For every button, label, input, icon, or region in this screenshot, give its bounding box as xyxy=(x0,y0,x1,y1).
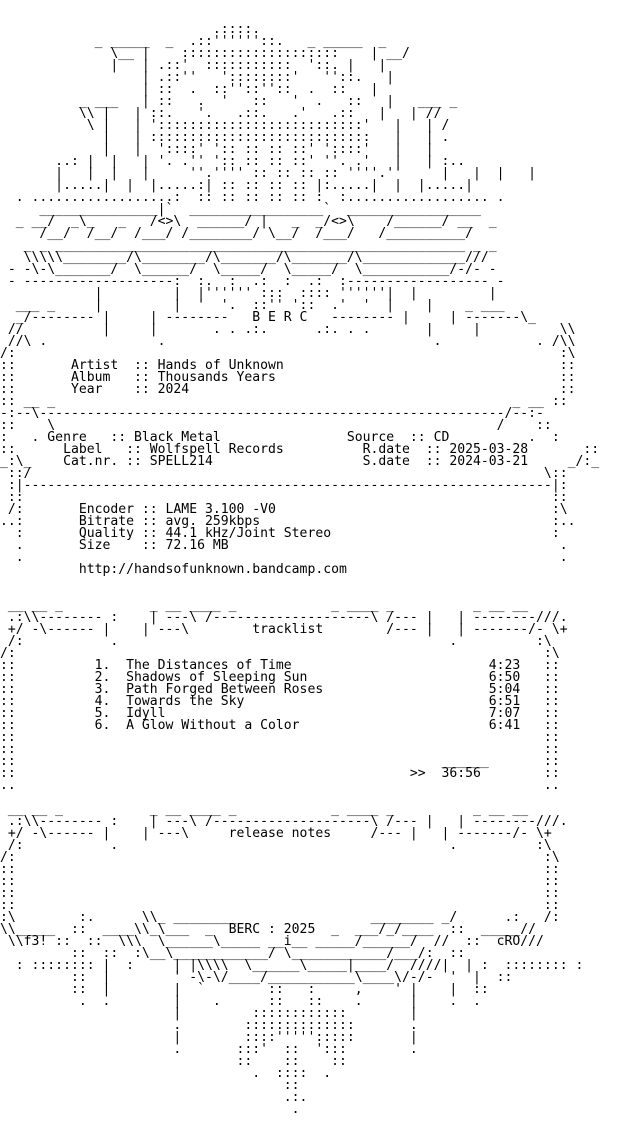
nfo-line xyxy=(0,0,640,12)
nfo-line: :: Label :: Wolfspell Records R.date :: … xyxy=(0,442,600,457)
nfo-line: :: :: xyxy=(0,742,560,757)
nfo-line: | :: . ::''::'':: . :: | xyxy=(0,82,379,97)
nfo-line: \ | | '::::::::::::::::::::::::::' | | / xyxy=(0,118,450,133)
nfo-line: _ _ ____________________________________… xyxy=(0,238,497,253)
nfo-line: ..: Bitrate :: avg. 259kbps :.. xyxy=(0,514,576,529)
nfo-line: . . xyxy=(0,550,568,565)
nfo-line: - -------------------: :. : .: : .: :---… xyxy=(0,274,505,289)
nfo-line: . xyxy=(0,1102,300,1117)
nfo-line: /: . . :\ xyxy=(0,838,552,853)
nfo-line: | | :::::::::::::::::::::::::::: | | . xyxy=(0,130,450,145)
nfo-line: ..: | | | '. .'' ':: :: :: ::' ''. .' | … xyxy=(0,154,466,169)
nfo-line: :: __ _ _ __ :: xyxy=(0,394,568,409)
nfo-line: :: >> 36:56 :: xyxy=(0,766,560,781)
nfo-line: _ _____ _ .::''''''::. _ _____ _ xyxy=(0,34,387,49)
nfo-line: .:\\-------- : | ---\ /-----------------… xyxy=(0,610,568,625)
nfo-line: :\ :. \\_ ________ ________ _/ .: /: xyxy=(0,910,560,925)
nfo-line: /: :\ xyxy=(0,646,560,661)
nfo-line: \\_____ :: ____\\_\___ _ BERC : 2025 _ _… xyxy=(0,922,537,937)
nfo-line: :: :: :\__\____________/ \____________/_… xyxy=(0,946,466,961)
nfo-line: _/-------- | | -------- B E R C --------… xyxy=(0,310,537,325)
nfo-line: | | | | ''.'''' :: :: :: :: ''''.'' | | … xyxy=(0,166,537,181)
nfo-line: _ __/ _\_ _ /<>\ ______/ | _ _/<>\ /____… xyxy=(0,214,497,229)
nfo-line: :: :: xyxy=(0,862,560,877)
nfo-line: : :::::::: | : | |\\\\ \______\_____|___… xyxy=(0,958,584,973)
nfo-line: _ ___ | :: . ' :: ' . :: | ___ _ xyxy=(0,94,458,109)
nfo-line: /__/ /__/ /___/ /________/ \__/ /___/ /_… xyxy=(0,226,473,241)
nfo-line: \\f3! :: :: \\\ \______\_____ __i__ ____… xyxy=(0,934,544,949)
nfo-line: ::/ \:: xyxy=(0,466,568,481)
nfo-line: . :::: . xyxy=(0,1066,332,1081)
nfo-line: /: :\ xyxy=(0,346,576,361)
nfo-line: :: :: xyxy=(0,886,560,901)
nfo-line: .::::. xyxy=(0,22,450,37)
nfo-line: :: 2. Shadows of Sleeping Sun 6:50 :: xyxy=(0,670,560,685)
nfo-line: /: . . :\ xyxy=(0,634,552,649)
nfo-line: | .::'' '::::::::' ''::. | xyxy=(0,70,395,85)
nfo-line: :: :: xyxy=(0,490,568,505)
nfo-line: | | '::::' ':: :: :: ::' '::::' | | xyxy=(0,142,434,157)
nfo-line: __ __ _ _ __ ____ _ _ ____ _ _ __ __ xyxy=(0,598,529,613)
nfo-line: __ __ _ _ __ ____ _ _ ____ _ _ __ __ xyxy=(0,802,529,817)
nfo-line: :: | ' -\-\/____/___________\____\/-/- '… xyxy=(0,970,513,985)
nfo-line: :: 5. Idyll 7:07 :: xyxy=(0,706,560,721)
nfo-line: :: 1. The Distances of Time 4:23 :: xyxy=(0,658,560,673)
nfo-line: :: 4. Towards the Sky 6:51 :: xyxy=(0,694,560,709)
nfo-line: . :::::::::::::: . xyxy=(0,1018,418,1033)
nfo-line: // | | . . .:. .:. . . | | \\ xyxy=(0,322,576,337)
nfo-line: +/ -\------ | | ---\ release notes /--- … xyxy=(0,826,552,841)
nfo-line: .:. xyxy=(0,1090,308,1105)
nfo-line xyxy=(0,576,640,588)
nfo-line: | ::::'''''::::: | xyxy=(0,1030,418,1045)
nfo-line: |.....| | |.....:| :: :: :: :: |:.....| … xyxy=(0,178,473,193)
nfo-line: \__ | :::::::::::::::::::: | __/ xyxy=(0,46,410,61)
nfo-line: /: Encoder :: LAME 3.100 -V0 :\ xyxy=(0,502,568,517)
nfo-line: \\ | | ::. '. .::. .' .:: | | // xyxy=(0,106,442,121)
nfo-line: -:--\-----------------------------------… xyxy=(0,406,544,421)
nfo-line: :: ______ :: xyxy=(0,754,560,769)
nfo-line: ___ _ | | ' '. ::'' ':: .' ' | | _ ___ xyxy=(0,298,505,313)
nfo-line: : . Genre :: Black Metal Source :: CD . … xyxy=(0,430,560,445)
nfo-line: .:\\-------- : | ---\ /-----------------… xyxy=(0,814,568,829)
nfo-line: :: :: :: xyxy=(0,1054,347,1069)
nfo-line: /: :\ xyxy=(0,850,560,865)
nfo-line: +/ -\------ | | ---\ tracklist /--- | | … xyxy=(0,622,568,637)
nfo-line: _______________|` _________________` ___… xyxy=(0,202,481,217)
nfo-line: | :::::::::::: | xyxy=(0,1006,418,1021)
nfo-line: :: :: xyxy=(0,730,560,745)
nfo-line: :: \ / :: xyxy=(0,418,552,433)
nfo-line: \\\\\________/\________/\_______/\______… xyxy=(0,250,489,265)
nfo-line: : Quality :: 44.1 kHz/Joint Stereo : xyxy=(0,526,560,541)
nfo-line: .. .. xyxy=(0,778,560,793)
nfo-line: - -\-\_______/ \______/ \_____/ \_____/ … xyxy=(0,262,497,277)
nfo-line: :: | | ` :: : , ' | | :: xyxy=(0,982,489,997)
nfo-line: //\ . . . . /\\ xyxy=(0,334,576,349)
nfo-line: :: Artist :: Hands of Unknown :: xyxy=(0,358,576,373)
nfo-line: :: Year :: 2024 :: xyxy=(0,382,576,397)
nfo-line: :: Album :: Thousands Years :: xyxy=(0,370,576,385)
nfo-line: http://handsofunknown.bandcamp.com xyxy=(0,562,347,577)
nfo-line: | | .::' ::::::::::: '::. | | xyxy=(0,58,387,73)
nfo-line: :: xyxy=(0,1078,300,1093)
nfo-line: . Size :: 72.16 MB . xyxy=(0,538,568,553)
nfo-line: . ..................: :: :: :: :: :: : :… xyxy=(0,190,505,205)
nfo-line: :|--------------------------------------… xyxy=(0,478,568,493)
nfo-line xyxy=(0,1116,640,1128)
nfo-line: . :::' :: '::: . xyxy=(0,1042,418,1057)
nfo-line: _:\_ Cat.nr. :: SPELL214 S.date :: 2024-… xyxy=(0,454,600,469)
nfo-line: :: :: xyxy=(0,898,560,913)
nfo-line: | | |'''''' ::: :::: ''''''| | | xyxy=(0,286,497,301)
nfo-line: . . | . :: :: . | . . xyxy=(0,994,481,1009)
nfo-line: :: :: xyxy=(0,874,560,889)
nfo-line: :: 3. Path Forged Between Roses 5:04 :: xyxy=(0,682,560,697)
nfo-line: :: 6. A Glow Without a Color 6:41 :: xyxy=(0,718,560,733)
